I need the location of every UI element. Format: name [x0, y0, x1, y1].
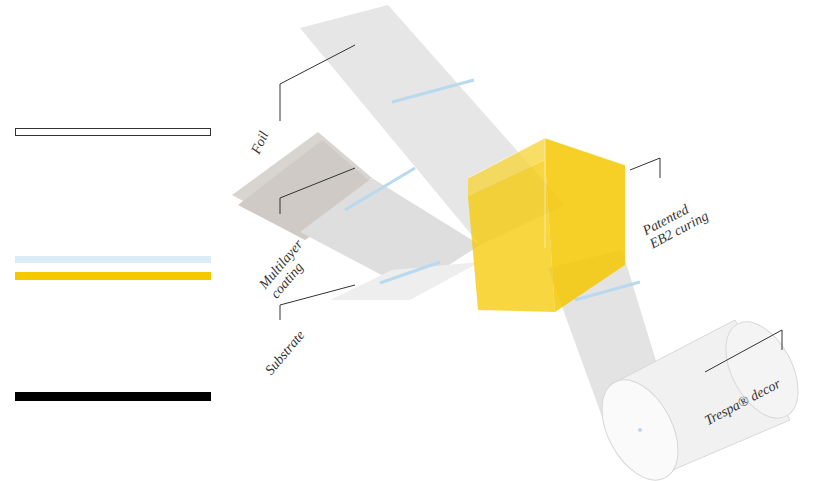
leader-line: [705, 330, 782, 372]
substrate-label: Substrate: [262, 307, 325, 378]
leader-line: [280, 285, 355, 320]
foil-bar: [16, 129, 211, 136]
substrate-bar: [15, 392, 211, 401]
leader-line: [280, 168, 355, 214]
curing-box-top: [468, 138, 545, 196]
coating-label: Multilayer coating: [256, 228, 324, 301]
seam: [380, 262, 440, 283]
coating-bar-yellow: [15, 272, 211, 280]
roll-face: [586, 367, 693, 481]
coating-bar: [15, 256, 211, 263]
seam: [345, 168, 415, 210]
leader-line: [630, 158, 660, 178]
curing-label: Patented EB2 curing: [640, 192, 716, 251]
curing-box-side: [545, 138, 625, 312]
foil-label: Foil: [248, 96, 287, 157]
leader-line: [280, 45, 355, 121]
seam: [392, 80, 474, 102]
substrate-strip: [330, 262, 480, 300]
